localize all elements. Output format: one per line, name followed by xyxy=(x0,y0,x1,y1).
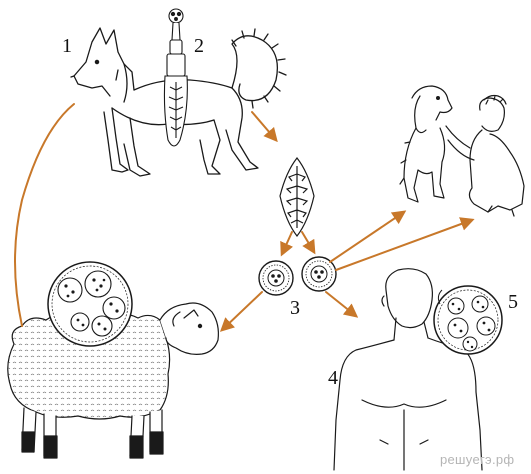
arrow-egg-to-sheep xyxy=(222,292,262,330)
hydatid-cyst-human xyxy=(434,286,502,354)
label-2: 2 xyxy=(194,36,204,56)
arrow-proglottid-to-egg-right xyxy=(302,232,314,252)
arrow-egg-to-human xyxy=(326,292,356,316)
arrow-dog-to-proglottid xyxy=(252,112,276,140)
hydatid-cyst-sheep xyxy=(48,262,132,346)
arrow-proglottid-to-egg-left xyxy=(282,232,292,254)
label-4: 4 xyxy=(328,368,338,388)
label-3: 3 xyxy=(290,298,300,318)
arrow-egg-to-dog xyxy=(330,212,404,262)
adult-tapeworm xyxy=(164,9,187,146)
gravid-proglottid xyxy=(280,158,314,236)
egg-left xyxy=(259,261,293,295)
watermark-text: решуегэ.рф xyxy=(440,452,514,467)
label-5: 5 xyxy=(508,292,518,312)
dog-and-child xyxy=(400,86,524,216)
label-1: 1 xyxy=(62,36,72,56)
